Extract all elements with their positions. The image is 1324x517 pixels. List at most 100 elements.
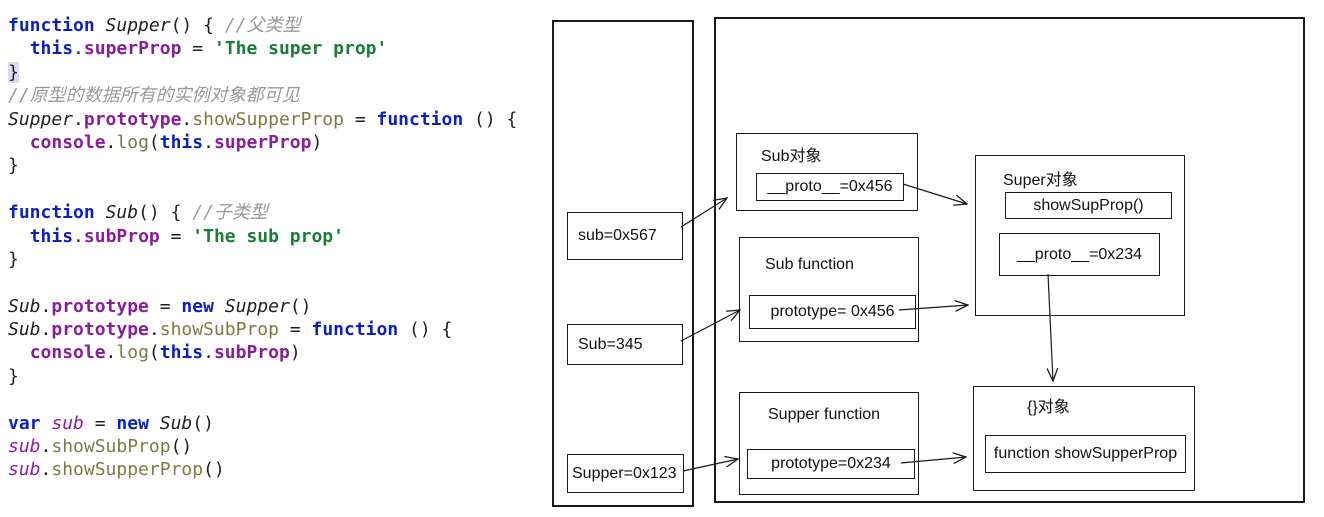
- supper-function-box: Supper function prototype=0x234: [739, 392, 919, 495]
- code-token: //原型的数据所有的实例对象都可见: [8, 85, 300, 107]
- code-line: console.log(this.subProp): [0, 341, 517, 364]
- code-token: prototype: [83, 108, 182, 130]
- code-token: superProp: [83, 38, 182, 60]
- code-token: .: [203, 131, 214, 153]
- super-object-proto-field: __proto__=0x234: [999, 233, 1160, 276]
- code-token: ): [289, 342, 301, 364]
- code-editor[interactable]: function Supper() { //父类型 this.superProp…: [0, 14, 517, 482]
- code-token: =: [278, 319, 312, 341]
- code-token: function: [8, 202, 95, 224]
- code-token: this: [159, 131, 204, 153]
- code-token: log: [116, 131, 149, 153]
- code-token: }: [8, 155, 19, 177]
- var-box-sub: sub=0x567: [567, 212, 683, 260]
- code-token: console: [29, 342, 106, 364]
- code-token: () {: [170, 15, 225, 36]
- code-token: superProp: [213, 131, 312, 153]
- code-token: .: [148, 319, 160, 341]
- code-token: function: [8, 15, 95, 36]
- code-token: this: [29, 38, 74, 60]
- sub-object-title: Sub对象: [761, 148, 822, 165]
- code-line: }: [0, 365, 517, 388]
- var-label-Sub: Sub=345: [578, 335, 643, 353]
- super-object-title: Super对象: [1003, 172, 1078, 189]
- code-token: (: [148, 342, 160, 364]
- code-token: //父类型: [224, 15, 301, 36]
- code-token: 'The sub prop': [192, 225, 344, 247]
- code-token: [95, 202, 106, 223]
- code-token: .: [40, 319, 52, 341]
- code-token: [214, 296, 225, 317]
- code-token: subProp: [83, 225, 160, 247]
- code-token: () {: [398, 319, 453, 341]
- code-token: (): [203, 459, 225, 481]
- var-box-Supper: Supper=0x123: [567, 454, 684, 493]
- code-line: }: [0, 61, 517, 84]
- code-token: [41, 413, 52, 434]
- code-token: [95, 15, 106, 36]
- code-line: Sub.prototype.showSubProp = function () …: [0, 318, 517, 341]
- code-token: [8, 342, 30, 363]
- code-token: showSupperProp: [51, 459, 204, 481]
- code-token: Supper: [224, 295, 290, 317]
- code-token: }: [8, 365, 19, 387]
- code-line: }: [0, 154, 517, 177]
- code-token: prototype: [51, 319, 149, 341]
- code-token: [8, 226, 30, 247]
- code-token: new: [181, 295, 214, 317]
- code-token: Supper: [105, 15, 171, 36]
- code-token: .: [73, 108, 84, 130]
- sub-function-title: Sub function: [765, 256, 854, 273]
- code-line: [0, 388, 517, 411]
- code-token: prototype: [51, 295, 149, 317]
- code-token: () {: [138, 202, 193, 224]
- code-token: .: [105, 342, 117, 364]
- code-line: Sub.prototype = new Supper(): [0, 295, 517, 318]
- code-token: (): [289, 295, 312, 317]
- var-label-sub: sub=0x567: [578, 227, 657, 244]
- code-token: subProp: [213, 342, 290, 364]
- code-token: .: [40, 295, 52, 317]
- code-token: showSubProp: [159, 319, 279, 341]
- code-token: Supper: [8, 108, 74, 130]
- code-token: sub: [51, 412, 84, 434]
- code-line: function Supper() { //父类型: [0, 14, 517, 37]
- code-token: Sub: [105, 202, 139, 224]
- empty-object-title: {}对象: [1027, 399, 1070, 416]
- code-token: sub: [8, 436, 41, 458]
- code-token: this: [29, 225, 74, 247]
- sub-function-prototype-field: prototype= 0x456: [749, 295, 916, 329]
- sub-object-box: Sub对象 __proto__=0x456: [736, 133, 918, 211]
- code-token: (: [148, 131, 160, 153]
- code-token: [8, 132, 30, 153]
- code-token: showSupperProp: [192, 108, 344, 130]
- code-token: [149, 413, 160, 434]
- code-line: function Sub() { //子类型: [0, 201, 517, 224]
- supper-function-title: Supper function: [768, 406, 881, 423]
- code-token: log: [116, 342, 149, 364]
- code-line: //原型的数据所有的实例对象都可见: [0, 84, 517, 107]
- code-token: sub: [8, 459, 41, 481]
- code-line: this.subProp = 'The sub prop': [0, 225, 517, 248]
- code-token: function: [311, 319, 399, 341]
- var-box-Sub: Sub=345: [567, 324, 683, 365]
- code-token: function: [376, 108, 464, 130]
- super-object-box: Super对象 showSupProp() __proto__=0x234: [975, 155, 1185, 316]
- code-token: (): [192, 412, 214, 434]
- code-token: (): [170, 436, 193, 458]
- var-label-Supper: Supper=0x123: [572, 464, 677, 482]
- code-token: 'The super prop': [213, 38, 388, 60]
- code-token: =: [83, 412, 117, 434]
- code-token: =: [343, 108, 377, 130]
- code-token: =: [159, 225, 193, 247]
- code-token: var: [8, 412, 41, 434]
- code-token: this: [159, 342, 204, 364]
- code-token: [8, 38, 30, 59]
- supper-function-prototype-field: prototype=0x234: [747, 449, 915, 479]
- code-line: }: [0, 248, 517, 271]
- code-token: .: [40, 436, 52, 458]
- code-token: .: [203, 342, 214, 364]
- code-token: Sub: [8, 319, 41, 341]
- code-token: }: [8, 248, 19, 270]
